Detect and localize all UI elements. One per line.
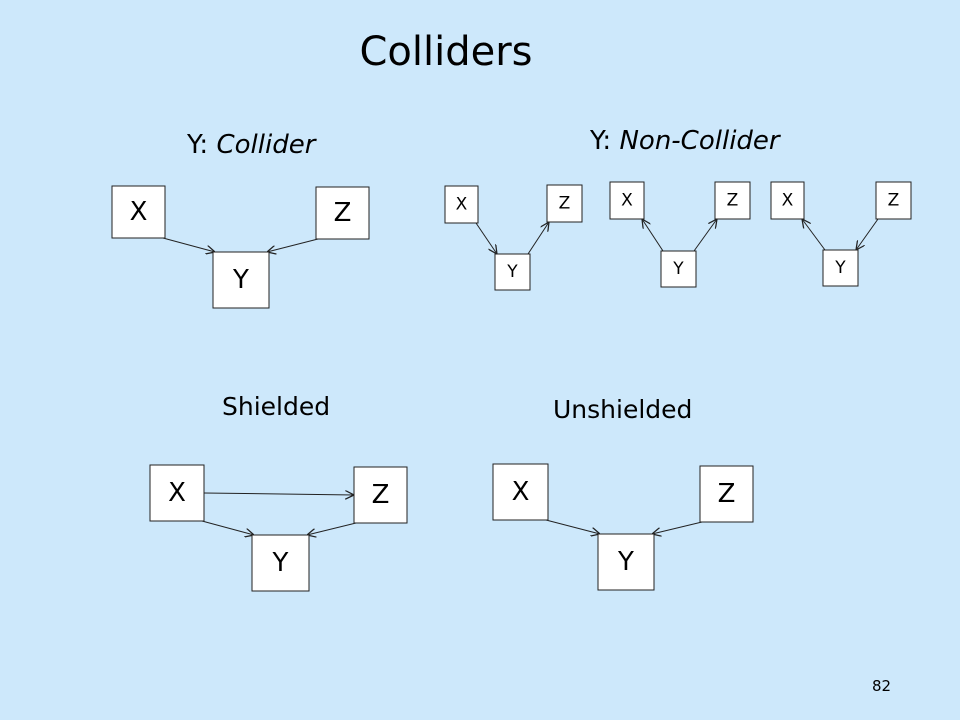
node-y: Y bbox=[597, 533, 655, 591]
diagram-unshielded: X Z Y bbox=[492, 463, 754, 591]
node-z: Z bbox=[315, 186, 370, 240]
node-label: Y bbox=[617, 547, 634, 577]
node-label: X bbox=[782, 191, 794, 211]
node-box bbox=[597, 533, 655, 591]
node-box bbox=[714, 181, 751, 220]
node-label: Y bbox=[834, 258, 846, 278]
diagram-non-collider-chain: X Z Y bbox=[444, 184, 583, 291]
node-box bbox=[546, 184, 583, 223]
node-box bbox=[494, 253, 531, 291]
node-box bbox=[212, 251, 270, 309]
node-label: Z bbox=[718, 479, 736, 509]
diagram-shielded: X Z Y bbox=[149, 464, 408, 592]
non-collider-label-kind: Non-Collider bbox=[619, 126, 780, 156]
node-x: X bbox=[444, 185, 479, 224]
collider-label-kind: Collider bbox=[216, 130, 316, 160]
edge-y-to-x bbox=[642, 219, 664, 252]
edge-x-to-y bbox=[162, 237, 215, 252]
node-x: X bbox=[770, 181, 805, 220]
node-box bbox=[660, 250, 697, 288]
edge-x-to-z bbox=[203, 493, 354, 495]
node-z: Z bbox=[546, 184, 583, 223]
non-collider-label: Y: Non-Collider bbox=[590, 128, 780, 154]
node-label: Y bbox=[672, 259, 684, 279]
node-box bbox=[699, 465, 754, 523]
node-z: Z bbox=[699, 465, 754, 523]
node-z: Z bbox=[875, 181, 912, 220]
diagram-collider: X Z Y bbox=[111, 185, 370, 309]
node-box bbox=[111, 185, 166, 239]
edge-z-to-y bbox=[267, 238, 319, 252]
page-number: 82 bbox=[872, 677, 892, 695]
unshielded-label: Unshielded bbox=[553, 395, 693, 424]
node-label: Z bbox=[888, 191, 900, 211]
node-label: X bbox=[512, 477, 530, 507]
node-label: Z bbox=[372, 480, 390, 510]
node-x: X bbox=[149, 464, 205, 522]
non-collider-label-var: Y: bbox=[590, 126, 612, 156]
node-label: X bbox=[456, 195, 468, 215]
node-label: Z bbox=[334, 198, 352, 228]
node-label: Y bbox=[506, 262, 518, 282]
node-box bbox=[492, 463, 549, 521]
diagram-non-collider-fork: X Z Y bbox=[609, 181, 751, 288]
collider-label: Y: Collider bbox=[187, 132, 315, 158]
node-box bbox=[251, 534, 310, 592]
node-label: Y bbox=[272, 548, 289, 578]
node-box bbox=[149, 464, 205, 522]
node-label: X bbox=[621, 191, 633, 211]
node-label: Z bbox=[559, 194, 571, 214]
node-label: Y bbox=[232, 265, 249, 295]
node-label: Z bbox=[727, 191, 739, 211]
node-x: X bbox=[111, 185, 166, 239]
edge-x-to-y bbox=[545, 519, 600, 534]
node-y: Y bbox=[212, 251, 270, 309]
node-z: Z bbox=[353, 466, 408, 524]
node-y: Y bbox=[822, 249, 859, 287]
slide-title: Colliders bbox=[359, 29, 533, 75]
node-y: Y bbox=[660, 250, 697, 288]
diagram-non-collider-reverse-chain: X Z Y bbox=[770, 181, 912, 287]
node-box bbox=[770, 181, 805, 220]
node-y: Y bbox=[251, 534, 310, 592]
edge-x-to-y bbox=[475, 222, 497, 254]
node-box bbox=[875, 181, 912, 220]
node-box bbox=[822, 249, 859, 287]
node-box bbox=[353, 466, 408, 524]
node-x: X bbox=[609, 181, 645, 220]
node-z: Z bbox=[714, 181, 751, 220]
node-box bbox=[609, 181, 645, 220]
node-label: X bbox=[168, 478, 186, 508]
edge-z-to-y bbox=[652, 521, 703, 534]
node-label: X bbox=[130, 197, 148, 227]
edge-z-to-y bbox=[307, 522, 357, 535]
edge-y-to-z bbox=[527, 222, 549, 255]
edge-y-to-x bbox=[802, 219, 826, 251]
node-x: X bbox=[492, 463, 549, 521]
edge-x-to-y bbox=[201, 520, 254, 535]
edge-y-to-z bbox=[693, 219, 717, 252]
node-y: Y bbox=[494, 253, 531, 291]
edge-z-to-y bbox=[856, 218, 879, 250]
node-box bbox=[444, 185, 479, 224]
shielded-label: Shielded bbox=[222, 392, 331, 421]
node-box bbox=[315, 186, 370, 240]
collider-label-var: Y: bbox=[187, 130, 209, 160]
